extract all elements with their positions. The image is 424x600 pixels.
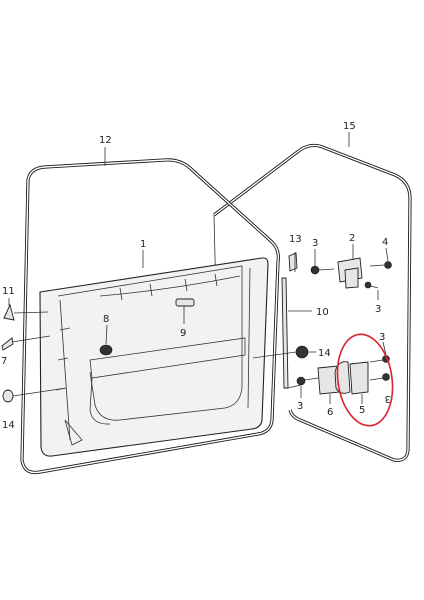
plug-left	[2, 389, 14, 403]
callout-14-left: 14	[2, 420, 15, 431]
callout-10: 10	[316, 307, 329, 318]
plug-right	[295, 345, 309, 359]
callout-6: 6	[327, 407, 333, 418]
callout-12: 12	[99, 135, 112, 146]
bolt-upper-right	[369, 261, 392, 269]
trim-clip	[3, 303, 15, 321]
panel-pin	[175, 298, 195, 307]
leader-lines	[8, 132, 389, 404]
seal-strip	[281, 277, 289, 389]
callout-8: 8	[103, 314, 109, 325]
callout-7: 7	[1, 356, 7, 367]
callout-4: 4	[382, 237, 388, 248]
callout-3-highlight-top: 3	[379, 332, 385, 343]
bolt-lower-left	[296, 376, 319, 386]
callout-13: 13	[289, 234, 302, 245]
callout-9: 9	[180, 328, 186, 339]
callout-15: 15	[343, 121, 356, 132]
callout-3-highlight-bottom: 3	[385, 393, 391, 404]
grommet	[99, 344, 113, 356]
door-seal	[20, 158, 280, 475]
callout-1: 1	[140, 239, 146, 250]
callout-labels: 12 15 1 13 3 2 4 3 10 11 8 9 7 14 14 3 3…	[1, 121, 391, 431]
bolt-upper-left	[310, 265, 335, 275]
callout-3-lower-left: 3	[297, 401, 303, 412]
lower-hinge	[317, 361, 369, 395]
bolts	[296, 261, 392, 386]
callout-3-upper-left: 3	[312, 238, 318, 249]
callout-5: 5	[359, 405, 365, 416]
inner-door-panel	[39, 257, 269, 457]
callout-11: 11	[2, 286, 15, 297]
spacer-bracket	[288, 252, 298, 272]
callout-14-right: 14	[318, 348, 331, 359]
highlight-circle	[336, 333, 394, 427]
callout-3-upper-right: 3	[375, 304, 381, 315]
bolt-upper-lower	[364, 281, 379, 289]
callout-2: 2	[349, 233, 355, 244]
retainer-clip	[1, 337, 14, 351]
bolt-lower-bottom	[369, 373, 390, 381]
upper-hinge	[337, 257, 363, 289]
